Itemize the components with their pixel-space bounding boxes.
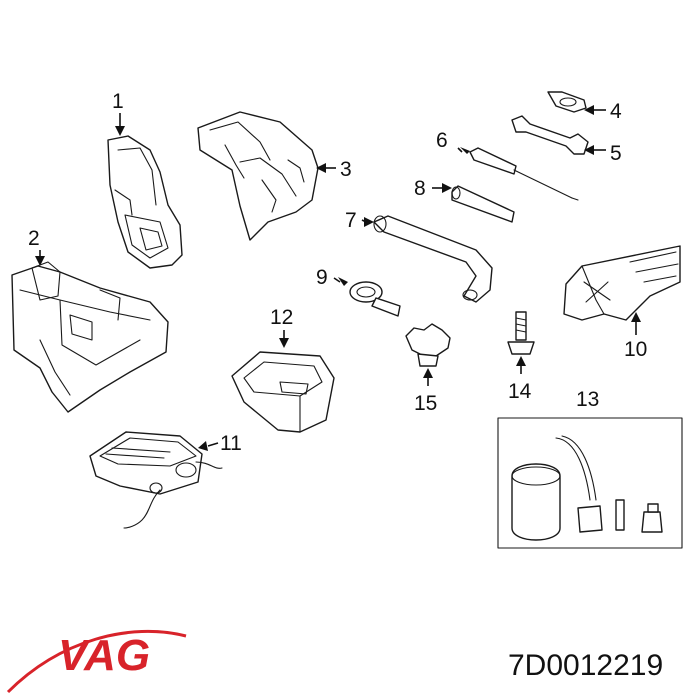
part-2-tool-tray: [11, 261, 169, 413]
part-13-kit-frame: [497, 417, 683, 549]
part-14-bolt: [507, 311, 535, 355]
part-5-wrench: [511, 115, 589, 155]
callout-7: 7: [345, 209, 357, 232]
part-number: 7D0012219: [508, 649, 663, 682]
callout-4: 4: [610, 100, 622, 123]
part-4-hook: [547, 91, 587, 113]
part-7-lug-wrench: [373, 215, 493, 303]
part-6-screwdriver: [469, 147, 579, 201]
callout-3: 3: [340, 158, 352, 181]
callout-9: 9: [316, 266, 328, 289]
callout-2: 2: [28, 227, 40, 250]
brand-swoosh: [6, 629, 187, 694]
part-9-towing-eye: [349, 281, 401, 317]
callout-13: 13: [576, 388, 599, 411]
part-3-foam-insert: [197, 111, 319, 241]
callout-11: 11: [220, 432, 242, 455]
callout-5: 5: [610, 142, 622, 165]
part-10-jack-plate: [563, 245, 681, 321]
part-1-jack-bracket: [107, 135, 183, 269]
callout-10: 10: [624, 338, 647, 361]
vag-logo: VAG: [6, 629, 187, 694]
callout-1: 1: [112, 90, 124, 113]
callout-15: 15: [414, 392, 437, 415]
callout-6: 6: [436, 129, 448, 152]
callout-12: 12: [270, 306, 293, 329]
brand-name: VAG: [58, 631, 150, 680]
part-8-pin: [451, 185, 515, 223]
part-13-sealant-kit: [511, 435, 663, 541]
part-11-compressor: [89, 431, 223, 529]
callout-8: 8: [414, 177, 426, 200]
callout-14: 14: [508, 380, 532, 403]
part-12-storage-box: [231, 351, 335, 433]
part-15-star-knob: [405, 323, 451, 367]
